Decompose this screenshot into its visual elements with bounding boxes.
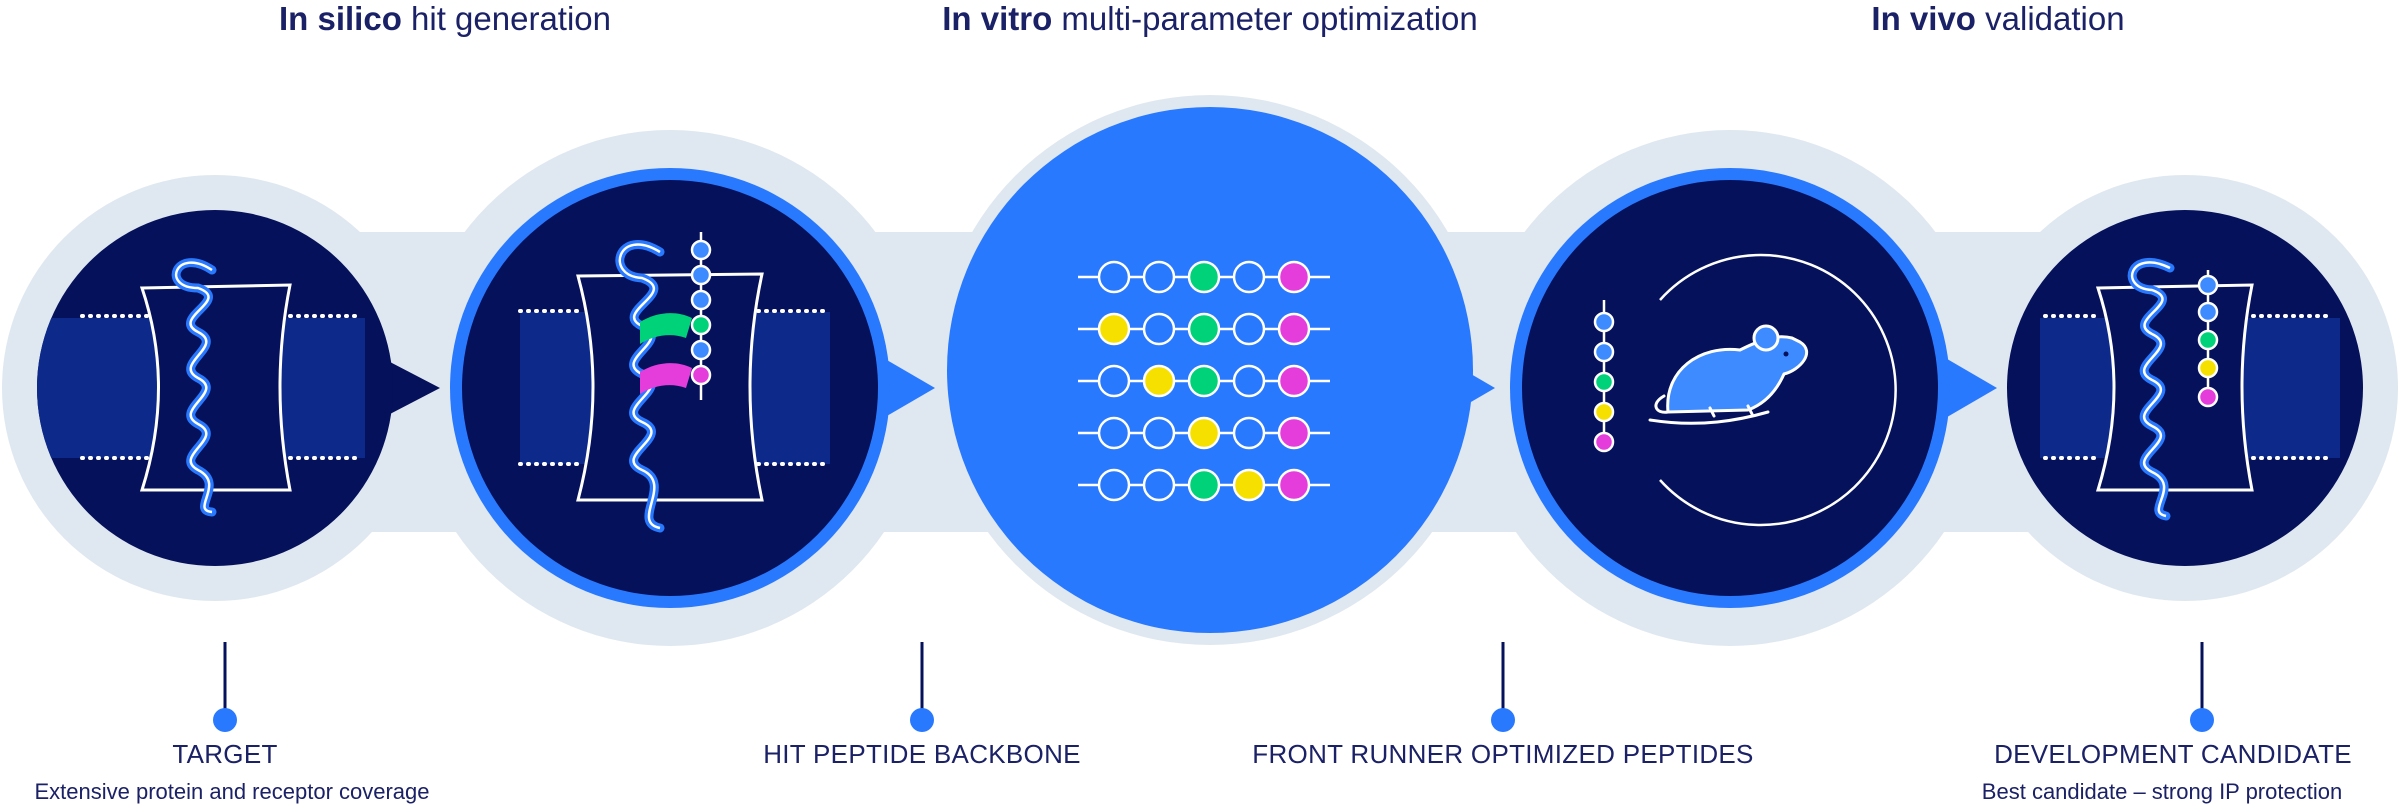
phase-title-in-silico: In silico hit generation <box>279 0 611 40</box>
matrix-bead <box>1277 260 1311 294</box>
green-peptide-segment <box>640 313 692 344</box>
matrix-bead <box>1187 260 1221 294</box>
matrix-bead <box>1187 468 1221 502</box>
magenta-peptide-segment <box>640 363 692 394</box>
candidate-helix-icon <box>2007 210 2363 566</box>
arrow-pointer-4 <box>1942 356 1997 420</box>
matrix-bead <box>1187 364 1221 398</box>
phase-title-rest: multi-parameter optimization <box>1052 0 1478 37</box>
matrix-bead <box>1187 416 1221 450</box>
matrix-bead <box>1232 468 1266 502</box>
phase-title-bold: In vitro <box>942 0 1053 37</box>
stage-label-development-candidate: DEVELOPMENT CANDIDATE <box>1994 739 2352 769</box>
matrix-bead <box>1097 468 1131 502</box>
matrix-bead <box>1097 260 1131 294</box>
phase-title-bold: In silico <box>278 0 402 37</box>
matrix-bead <box>1097 312 1131 346</box>
stage-desc-target: Extensive protein and receptor coverage <box>34 779 430 804</box>
matrix-bead <box>1142 260 1176 294</box>
peptide-matrix-icon <box>947 107 1473 633</box>
phase-title-in-vivo: In vivo validation <box>1871 0 2124 40</box>
matrix-bead <box>1232 312 1266 346</box>
peptide-bead-chain <box>2197 274 2219 408</box>
matrix-bead <box>1187 312 1221 346</box>
matrix-bead <box>1142 364 1176 398</box>
stage-desc-development-candidate: Best candidate – strong IP protection <box>1981 779 2343 804</box>
phase-title-rest: hit generation <box>401 0 612 37</box>
membrane-helix-icon <box>37 210 393 566</box>
arrow-pointer-2 <box>880 356 935 420</box>
matrix-bead <box>1277 416 1311 450</box>
phase-title-rest: validation <box>1975 0 2125 37</box>
stage-marker-2 <box>910 642 934 732</box>
stage-label-target: TARGET <box>172 739 278 769</box>
matrix-bead <box>1277 312 1311 346</box>
matrix-bead <box>1097 416 1131 450</box>
mouse-icon <box>1510 168 1950 608</box>
matrix-bead <box>1277 364 1311 398</box>
stage-marker-3 <box>1491 642 1515 732</box>
matrix-bead <box>1097 364 1131 398</box>
stage-label-hit-peptide: HIT PEPTIDE BACKBONE <box>763 739 1081 769</box>
peptide-bead-chain <box>690 239 712 386</box>
helix-with-peptide-icon <box>450 168 890 608</box>
stage-marker-4 <box>2190 642 2214 732</box>
matrix-bead <box>1232 364 1266 398</box>
matrix-bead <box>1232 416 1266 450</box>
matrix-bead <box>1232 260 1266 294</box>
stage-markers <box>213 642 2214 732</box>
matrix-bead <box>1277 468 1311 502</box>
matrix-bead <box>1142 416 1176 450</box>
stage-label-front-runner: FRONT RUNNER OPTIMIZED PEPTIDES <box>1252 739 1754 769</box>
mouse-silhouette <box>1648 324 1808 425</box>
arrow-pointer-1 <box>390 362 440 414</box>
matrix-bead <box>1142 468 1176 502</box>
stage-marker-1 <box>213 642 237 732</box>
phase-title-bold: In vivo <box>1871 0 1976 37</box>
matrix-bead <box>1142 312 1176 346</box>
peptide-bead-chain <box>1593 311 1615 453</box>
phase-title-in-vitro: In vitro multi-parameter optimization <box>942 0 1478 40</box>
